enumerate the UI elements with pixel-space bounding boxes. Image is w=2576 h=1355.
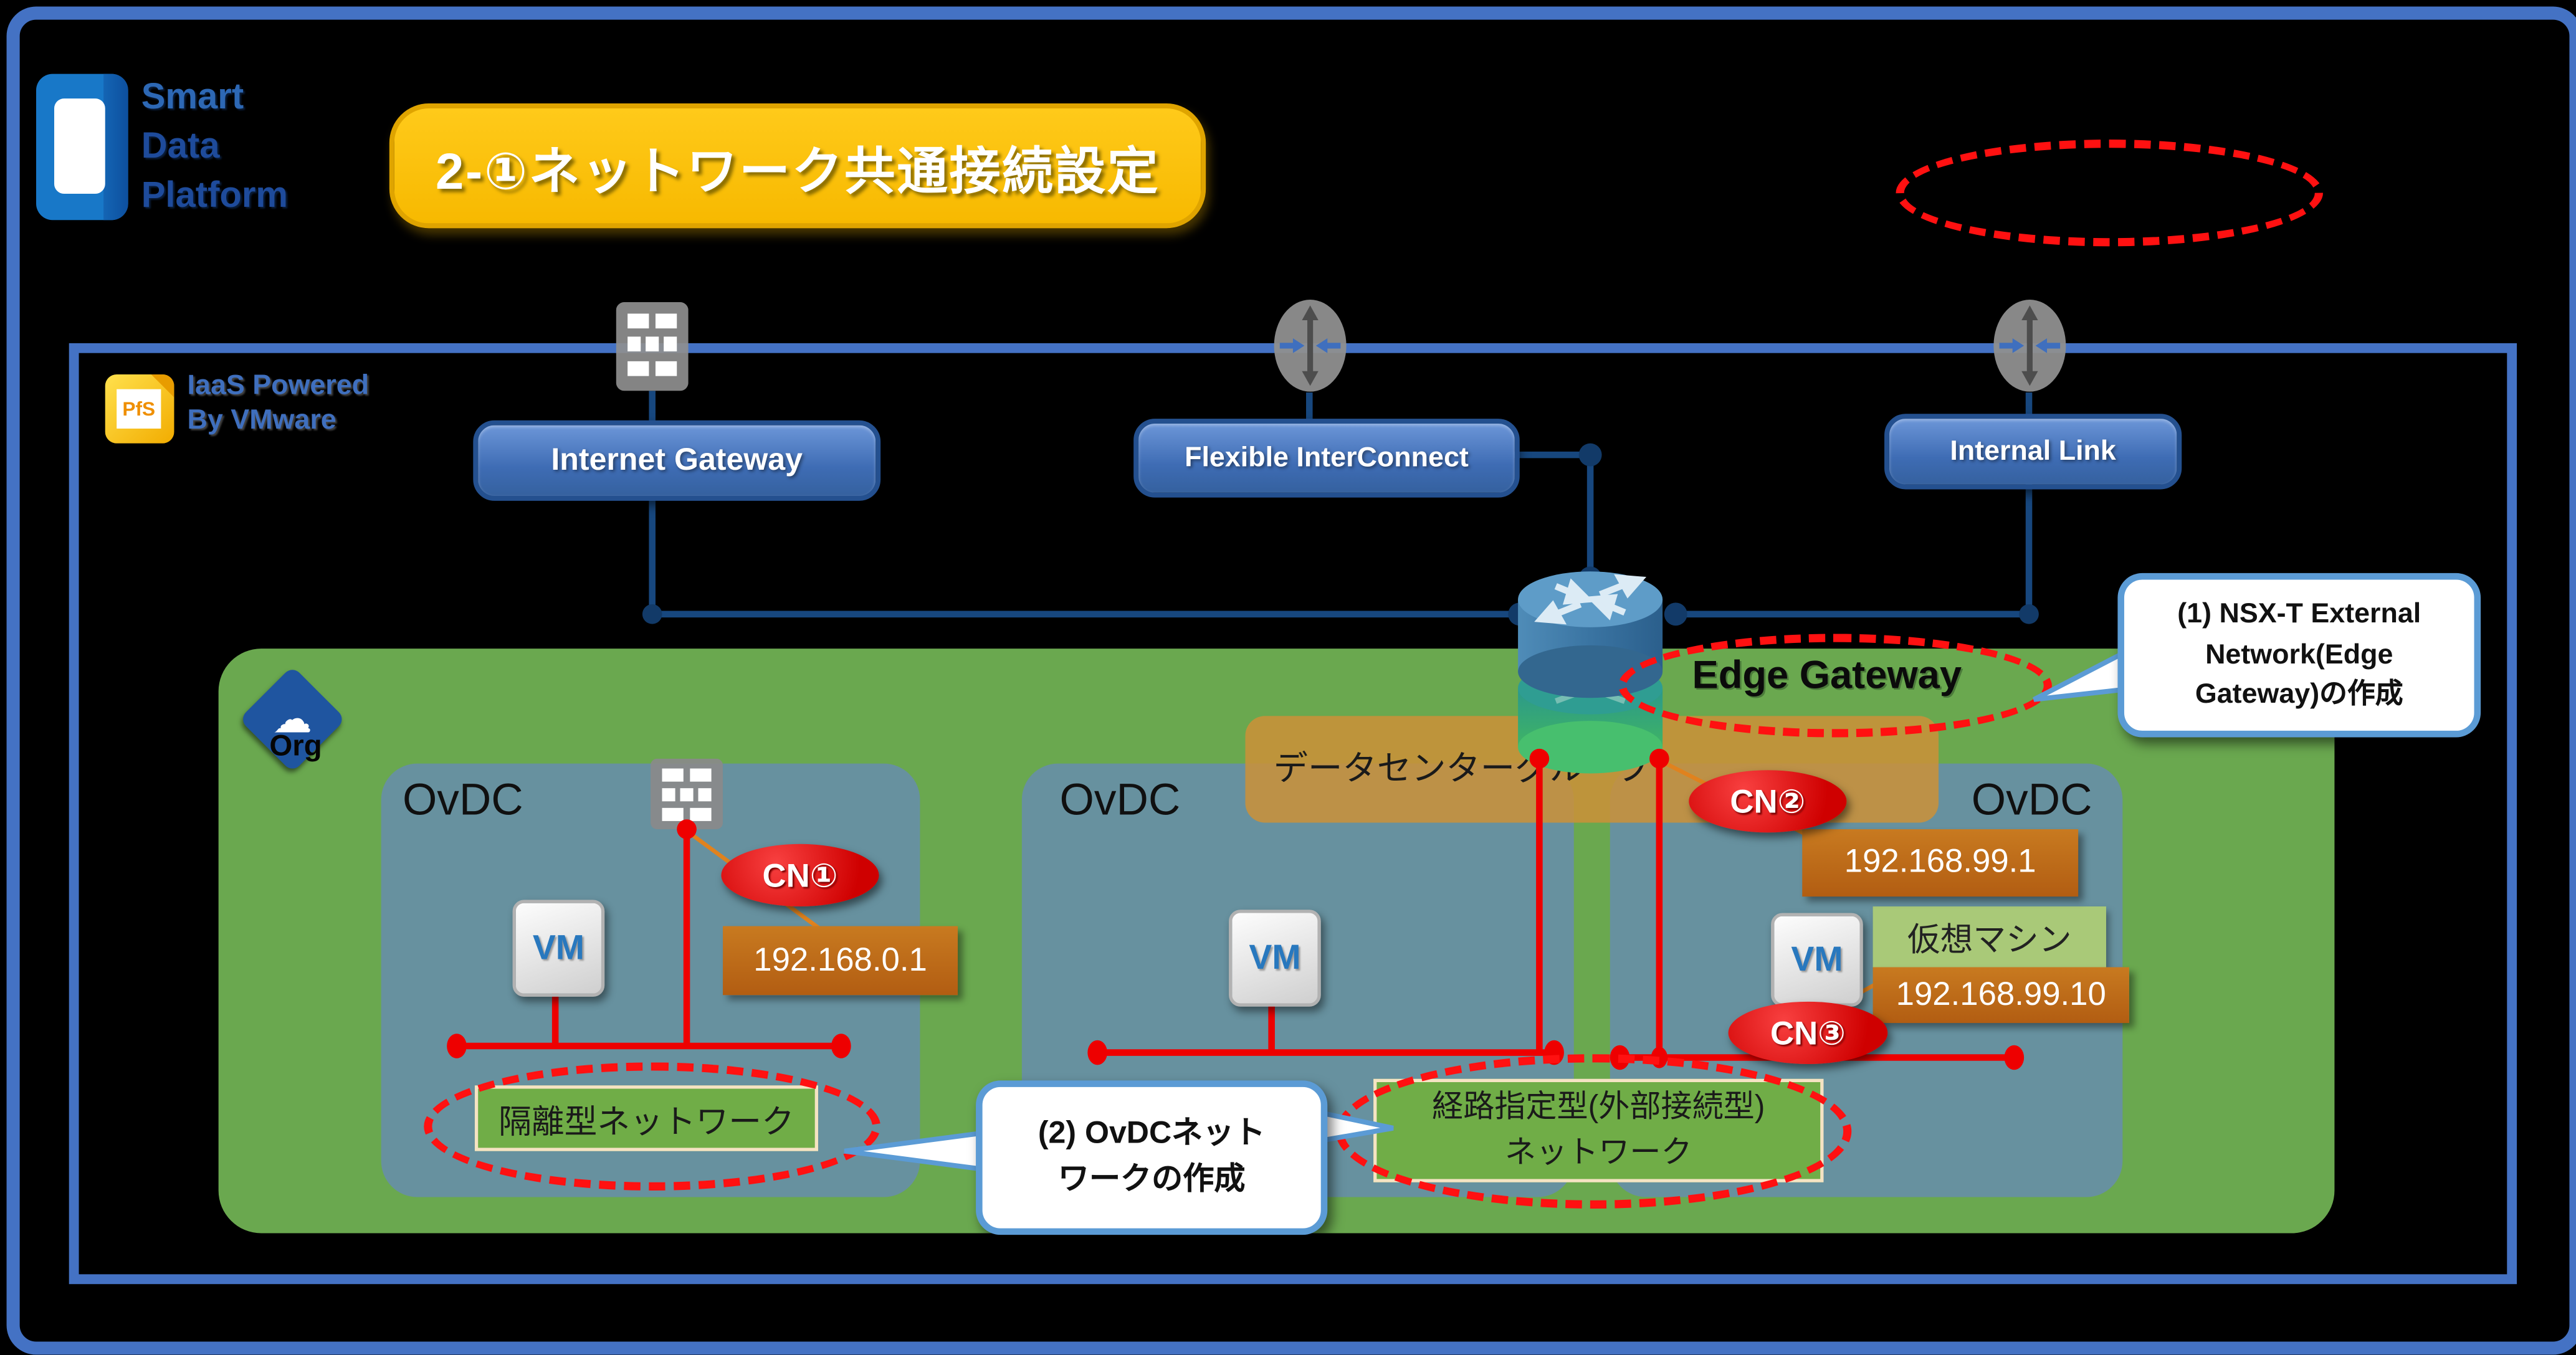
highlight-ellipse-empty <box>1896 140 2323 247</box>
virtual-machine-label: 仮想マシン <box>1872 906 2106 968</box>
iaas-powered-label: IaaS Powered By VMware <box>187 369 370 435</box>
ip-box-cn2: 192.168.99.1 <box>1802 829 2079 897</box>
internal-link-router-icon <box>1993 300 2066 392</box>
pfs-icon: PfS <box>105 374 174 444</box>
ovdc-label-left: OvDC <box>402 775 523 825</box>
callout-ovdc-network-creation: (2) OvDCネット ワークの作成 <box>976 1080 1328 1235</box>
flexible-interconnect-router-icon <box>1274 300 1347 392</box>
highlight-ellipse-isolated-network <box>424 1062 881 1191</box>
internet-gateway-icon <box>616 302 689 391</box>
cloud-icon: ☁ <box>272 697 312 742</box>
firewall-icon <box>651 758 723 830</box>
smart-data-platform-icon <box>36 74 128 221</box>
brand-line-platform: Platform <box>141 174 289 216</box>
internet-gateway-node: Internet Gateway <box>473 420 881 501</box>
ovdc-label-right: OvDC <box>1971 775 2092 825</box>
ip-box-cn1: 192.168.0.1 <box>723 926 958 996</box>
page-title: 2-①ネットワーク共通接続設定 <box>435 141 1160 200</box>
highlight-ellipse-routed-network <box>1335 1054 1852 1209</box>
cn1-badge: CN① <box>721 844 879 906</box>
internal-link-node: Internal Link <box>1884 414 2182 490</box>
org-label: Org <box>269 729 322 763</box>
logo-inner-screen <box>54 98 105 194</box>
cn2-badge: CN② <box>1689 770 1847 833</box>
cn3-badge: CN③ <box>1728 1001 1888 1065</box>
ovdc-label-middle: OvDC <box>1059 775 1181 825</box>
ip-box-cn3: 192.168.99.10 <box>1872 967 2129 1024</box>
pfs-badge-text: PfS <box>117 389 161 429</box>
edge-gateway-label: Edge Gateway <box>1692 654 1962 698</box>
callout-nsxt-external-network: (1) NSX-T External Network(Edge Gateway)… <box>2117 573 2481 738</box>
title-banner: 2-①ネットワーク共通接続設定 <box>389 103 1206 229</box>
vm-icon-left: VM <box>512 900 605 997</box>
brand-line-data: Data <box>141 125 220 166</box>
logo-fold <box>103 74 128 221</box>
flexible-interconnect-node: Flexible InterConnect <box>1133 419 1520 498</box>
brand-line-smart: Smart <box>141 75 244 117</box>
vm-icon-middle: VM <box>1229 910 1321 1007</box>
vm-icon-right: VM <box>1771 913 1863 1007</box>
